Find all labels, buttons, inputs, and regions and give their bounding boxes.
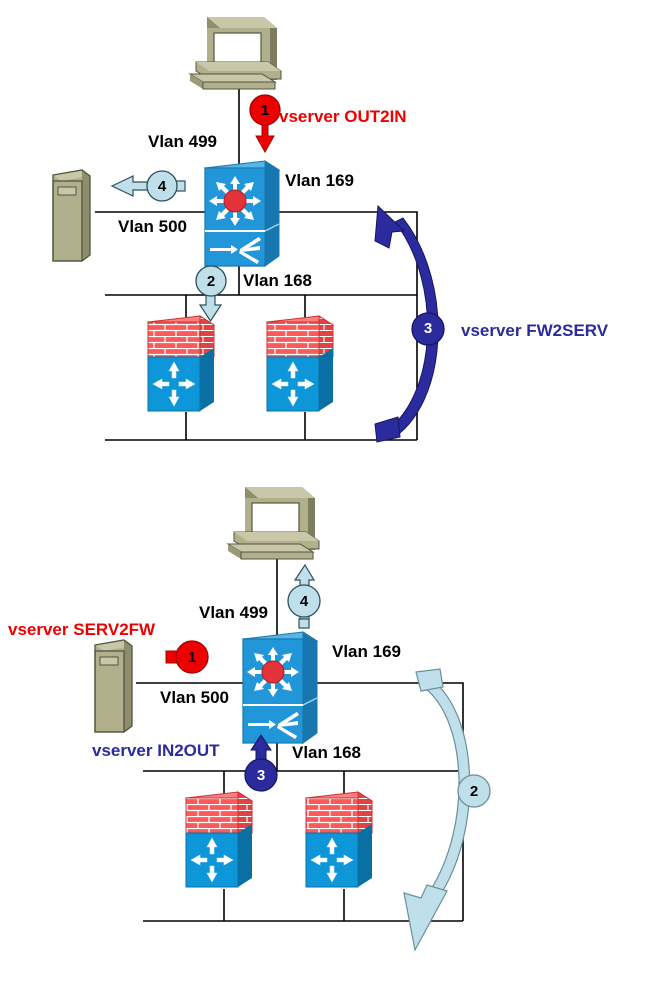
flow-3-arrow-top: [374, 204, 445, 443]
flow-3-badge-label-bottom: 3: [256, 767, 266, 784]
flow-3-badge-label-top: 3: [423, 320, 433, 337]
vlan-links-top: [95, 82, 418, 441]
panel-inside-to-outside-graphics: [94, 487, 491, 952]
firewall-1-icon: [184, 791, 254, 888]
vlan-169-label-bottom: Vlan 169: [332, 642, 401, 661]
flow-3-arrow-bottom: [244, 734, 278, 792]
flow-4-badge-top: [146, 170, 178, 202]
vlan-168-label-top: Vlan 168: [243, 271, 312, 290]
flow-4-badge-label-top: 4: [157, 178, 167, 195]
server-icon: [52, 169, 91, 262]
switch-hub-dot: [223, 189, 247, 213]
flow-1-badge-bottom: [175, 640, 209, 674]
vlan-499-label-top: Vlan 499: [148, 132, 217, 151]
firewall-2-icon: [304, 791, 374, 888]
switch-hub-dot: [261, 660, 285, 684]
flow-4-badge-label-bottom: 4: [299, 593, 309, 610]
vlan-169-label-top: Vlan 169: [285, 171, 354, 190]
flow-1-arrow-top: [249, 94, 281, 154]
msfc-switch-icon: [203, 160, 281, 267]
firewall-2-icon: [265, 315, 335, 412]
flow-2-arrow-bottom: [403, 668, 491, 952]
msfc-switch-icon: [241, 631, 319, 744]
vlan-500-label-top: Vlan 500: [118, 217, 187, 236]
firewall-1-icon: [146, 315, 216, 412]
flow-2-arrow-top: [195, 265, 227, 323]
panel-outside-to-inside-graphics: [52, 17, 445, 443]
vserver-in2out-label: vserver IN2OUT: [92, 741, 220, 760]
vserver-out2in-label: vserver OUT2IN: [279, 107, 407, 126]
vlan-500-label-bottom: Vlan 500: [160, 688, 229, 707]
server-icon: [94, 639, 133, 733]
flow-4-arrow-bottom: [287, 563, 321, 629]
vlan-168-label-bottom: Vlan 168: [292, 743, 361, 762]
flow-3-badge-bottom: [244, 758, 278, 792]
flow-4-badge-bottom: [287, 584, 321, 618]
flow-2-badge-top: [195, 265, 227, 297]
client-pc-icon: [226, 487, 320, 560]
flow-3-badge-top: [411, 312, 445, 346]
flow-1-arrow-bottom: [165, 640, 209, 674]
vserver-serv2fw-label: vserver SERV2FW: [8, 620, 156, 639]
flow-2-badge-label-bottom: 2: [469, 783, 479, 800]
vlan-499-label-bottom: Vlan 499: [199, 603, 268, 622]
client-pc-icon: [188, 17, 282, 90]
flow-4-arrow-top: [110, 170, 186, 202]
flow-1-badge-label-top: 1: [260, 102, 270, 119]
link-switch-vlan169: [276, 211, 418, 440]
flow-1-badge-label-bottom: 1: [187, 649, 197, 666]
flow-2-badge-label-top: 2: [206, 273, 216, 290]
flow-2-badge-bottom: [457, 774, 491, 808]
flow-1-badge-top: [249, 94, 281, 126]
vserver-fw2serv-label: vserver FW2SERV: [461, 321, 609, 340]
